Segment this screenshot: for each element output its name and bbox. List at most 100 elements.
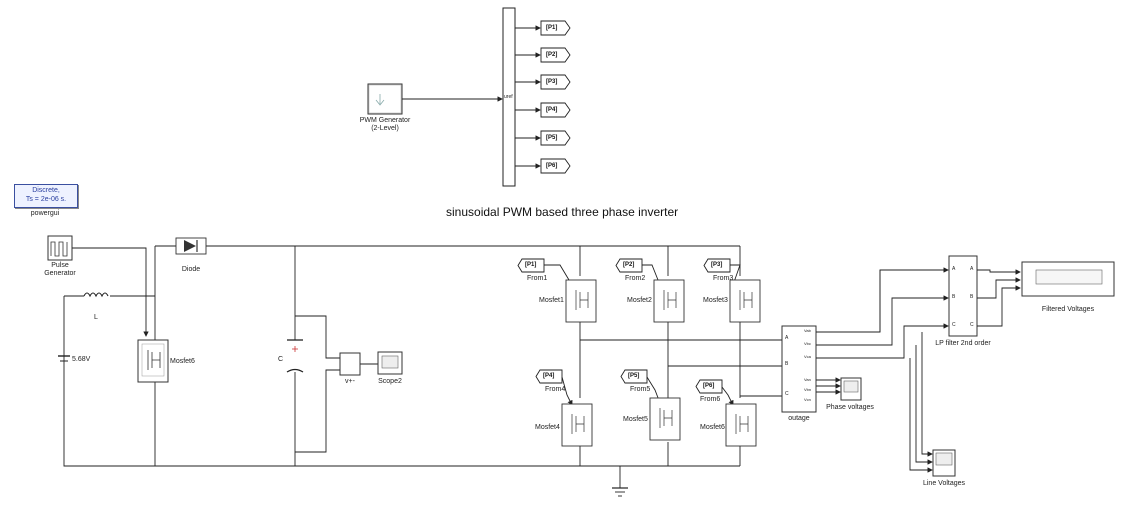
- phase-voltages-label: Phase voltages: [826, 404, 874, 411]
- boost-wiring: [63, 245, 741, 467]
- scope2-block[interactable]: [377, 351, 403, 375]
- diode-label: Diode: [181, 266, 201, 273]
- filter-in-c: C: [952, 322, 956, 328]
- from-label-6: From6: [700, 396, 721, 403]
- from-label-5: From5: [630, 386, 651, 393]
- diagram-title: sinusoidal PWM based three phase inverte…: [446, 205, 679, 219]
- from-label-4: From4: [545, 386, 566, 393]
- powergui-mode: Discrete,: [32, 187, 60, 194]
- demux-port-label: uref: [504, 94, 513, 100]
- filter-out-b: B: [970, 294, 974, 300]
- mosfet-block-2: [653, 279, 685, 323]
- mosfet-block-5: [649, 397, 681, 441]
- diode-symbol[interactable]: [175, 237, 207, 255]
- dc-source-symbol[interactable]: [58, 355, 70, 362]
- goto-outputs: [515, 20, 571, 174]
- from-tag-3: [P3]: [711, 262, 723, 268]
- pwm-generator-label-1: PWM Generator: [359, 117, 411, 124]
- inductor-symbol[interactable]: [83, 292, 109, 298]
- meas-out-1: Vab: [804, 328, 811, 333]
- from-block-3: [703, 258, 741, 286]
- voltage-sensor-block[interactable]: [339, 352, 361, 376]
- filter-out-c: C: [970, 322, 974, 328]
- from-label-1: From1: [527, 275, 548, 282]
- meas-out-4: Van: [804, 377, 811, 382]
- meas-in-b: B: [785, 361, 789, 367]
- line-voltages-label: Line Voltages: [922, 480, 966, 487]
- from-tag-6: [P6]: [703, 383, 715, 389]
- from-tag-5: [P5]: [628, 373, 640, 379]
- goto-block-1: [540, 20, 571, 36]
- mosfet-block-1: [565, 279, 597, 323]
- powergui-label: powergui: [30, 210, 60, 217]
- boost-mosfet-block[interactable]: [137, 339, 169, 383]
- goto-block-5: [540, 130, 571, 146]
- filter-out-a: A: [970, 266, 974, 272]
- from-block-2: [615, 258, 661, 286]
- meas-in-c: C: [785, 391, 789, 397]
- pwm-generator-block[interactable]: [367, 83, 403, 115]
- phase-voltages-scope[interactable]: [840, 377, 862, 401]
- from-label-2: From2: [625, 275, 646, 282]
- meas-out-2: Vbc: [804, 341, 811, 346]
- pwm-generator-label-2: (2-Level): [371, 125, 399, 132]
- goto-tag-4: [P4]: [546, 107, 558, 113]
- dc-source-label: 5.68V: [72, 356, 91, 363]
- pulse-generator-label-1: Pulse: [51, 262, 69, 269]
- meas-in-a: A: [785, 335, 789, 341]
- mosfet-block-4: [561, 403, 593, 447]
- powergui-block[interactable]: Discrete, Ts = 2e-06 s.: [14, 184, 78, 208]
- from-tag-4: [P4]: [543, 373, 555, 379]
- goto-tag-5: [P5]: [546, 135, 558, 141]
- from-tag-2: [P2]: [623, 262, 635, 268]
- capacitor-label: C: [278, 356, 284, 363]
- mosfet-label-5: Mosfet5: [623, 416, 648, 423]
- demux-block[interactable]: [502, 7, 516, 187]
- inductor-label: L: [94, 314, 98, 321]
- pulse-generator-block[interactable]: [47, 235, 73, 261]
- meas-out-5: Vbn: [804, 387, 812, 392]
- from-label-3: From3: [713, 275, 734, 282]
- mosfet-label-2: Mosfet2: [627, 297, 652, 304]
- scope2-label: Scope2: [378, 378, 402, 385]
- goto-tag-3: [P3]: [546, 79, 558, 85]
- mosfet-label-3: Mosfet3: [703, 297, 728, 304]
- goto-block-6: [540, 158, 571, 174]
- voltage-measurement-block[interactable]: [781, 325, 817, 413]
- goto-block-4: [540, 102, 571, 118]
- from-block-1: [517, 258, 573, 286]
- goto-tag-6: [P6]: [546, 163, 558, 169]
- pulse-generator-label-2: Generator: [44, 270, 76, 277]
- gate-signal-wire: [72, 247, 149, 337]
- measurement-wiring: [816, 267, 949, 473]
- from-tag-1: [P1]: [525, 262, 537, 268]
- mosfet-block-6: [725, 403, 757, 447]
- from-block-6: [695, 379, 734, 406]
- meas-out-6: Vcn: [804, 397, 811, 402]
- from-blocks: [517, 258, 741, 406]
- measurement-label: outage: [788, 415, 810, 422]
- filter-in-a: A: [952, 266, 956, 272]
- inverter-wiring: [579, 322, 782, 497]
- line-voltages-scope[interactable]: [932, 449, 956, 477]
- meas-out-3: Vca: [804, 354, 811, 359]
- lp-filter-block[interactable]: [948, 255, 978, 337]
- lp-filter-label: LP filter 2nd order: [935, 340, 991, 347]
- filtered-voltages-label: Filtered Voltages: [1041, 306, 1095, 313]
- capacitor-symbol[interactable]: [286, 339, 304, 373]
- goto-block-3: [540, 74, 571, 90]
- mosfet-label-1: Mosfet1: [539, 297, 564, 304]
- powergui-sample-time: Ts = 2e-06 s.: [25, 196, 67, 203]
- inverter-mosfets[interactable]: [561, 279, 761, 447]
- goto-tag-1: [P1]: [546, 25, 558, 31]
- mosfet-block-3: [729, 279, 761, 323]
- filtered-voltages-display[interactable]: [1021, 261, 1115, 297]
- boost-mosfet-label: Mosfet6: [170, 358, 195, 365]
- filter-in-b: B: [952, 294, 956, 300]
- from-block-4: [535, 369, 573, 406]
- goto-tag-2: [P2]: [546, 52, 558, 58]
- goto-block-2: [540, 47, 571, 63]
- mosfet-label-4: Mosfet4: [535, 424, 560, 431]
- voltage-sensor-label: v+-: [345, 378, 355, 385]
